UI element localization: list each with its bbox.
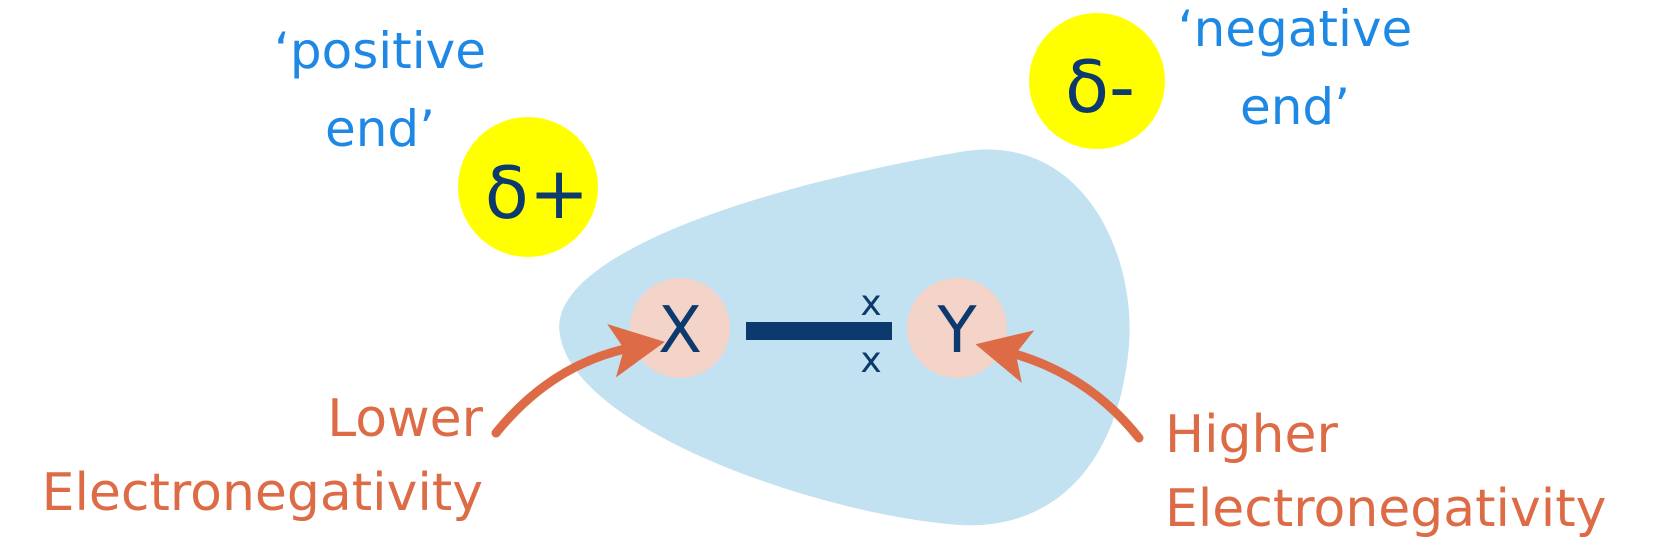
lower-electronegativity-label: Lower Electronegativity: [42, 382, 483, 530]
delta-negative-symbol: δ-: [1065, 45, 1135, 129]
positive-end-line1: ‘positive: [273, 22, 486, 80]
atom-x: X: [630, 278, 730, 378]
atom-x-symbol: X: [658, 294, 702, 368]
electron-bottom: x: [860, 340, 881, 381]
delta-negative-badge: δ-: [1029, 13, 1165, 149]
atom-y: Y: [907, 278, 1007, 378]
higher-label-line2: Electronegativity: [1165, 479, 1607, 539]
atom-y-symbol: Y: [936, 294, 977, 368]
delta-positive-symbol: δ+: [485, 151, 589, 235]
positive-end-label: ‘positive end’: [215, 12, 545, 168]
delta-positive-badge: δ+: [458, 117, 598, 257]
negative-end-line2: end’: [1239, 78, 1351, 136]
higher-label-line1: Higher: [1165, 405, 1338, 465]
positive-end-line2: end’: [324, 100, 436, 158]
lower-label-line1: Lower: [327, 389, 483, 449]
negative-end-label: ‘negative end’: [1135, 0, 1455, 146]
arrow-to-x: [491, 324, 665, 438]
negative-end-line1: ‘negative: [1177, 0, 1413, 58]
covalent-bond-line: [746, 322, 892, 340]
lower-label-line2: Electronegativity: [41, 463, 483, 523]
electron-top: x: [860, 283, 881, 324]
arrow-to-y: [975, 330, 1144, 443]
higher-electronegativity-label: Higher Electronegativity: [1165, 398, 1606, 546]
